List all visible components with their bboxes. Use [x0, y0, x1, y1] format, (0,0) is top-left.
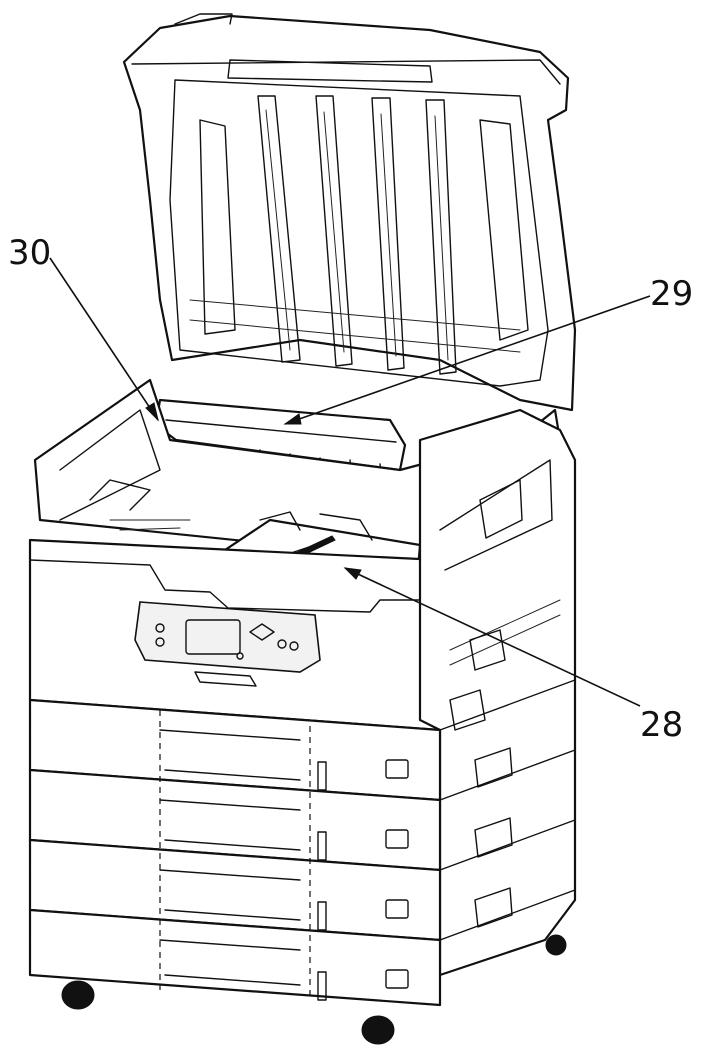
casters [61, 934, 567, 1045]
leader-30 [49, 257, 159, 421]
paper-trays [28, 698, 576, 1007]
callout-leaders [49, 257, 651, 707]
operator-panel [134, 601, 321, 673]
callout-28: 28 [640, 705, 683, 745]
arrowhead-28 [343, 567, 362, 580]
leader-28 [344, 567, 641, 707]
top-cover-open [122, 13, 577, 412]
callout-30: 30 [8, 233, 51, 273]
arrowhead-29 [283, 413, 302, 425]
arrowhead-30 [145, 402, 159, 422]
leader-29 [284, 295, 651, 425]
callout-29: 29 [650, 274, 693, 314]
